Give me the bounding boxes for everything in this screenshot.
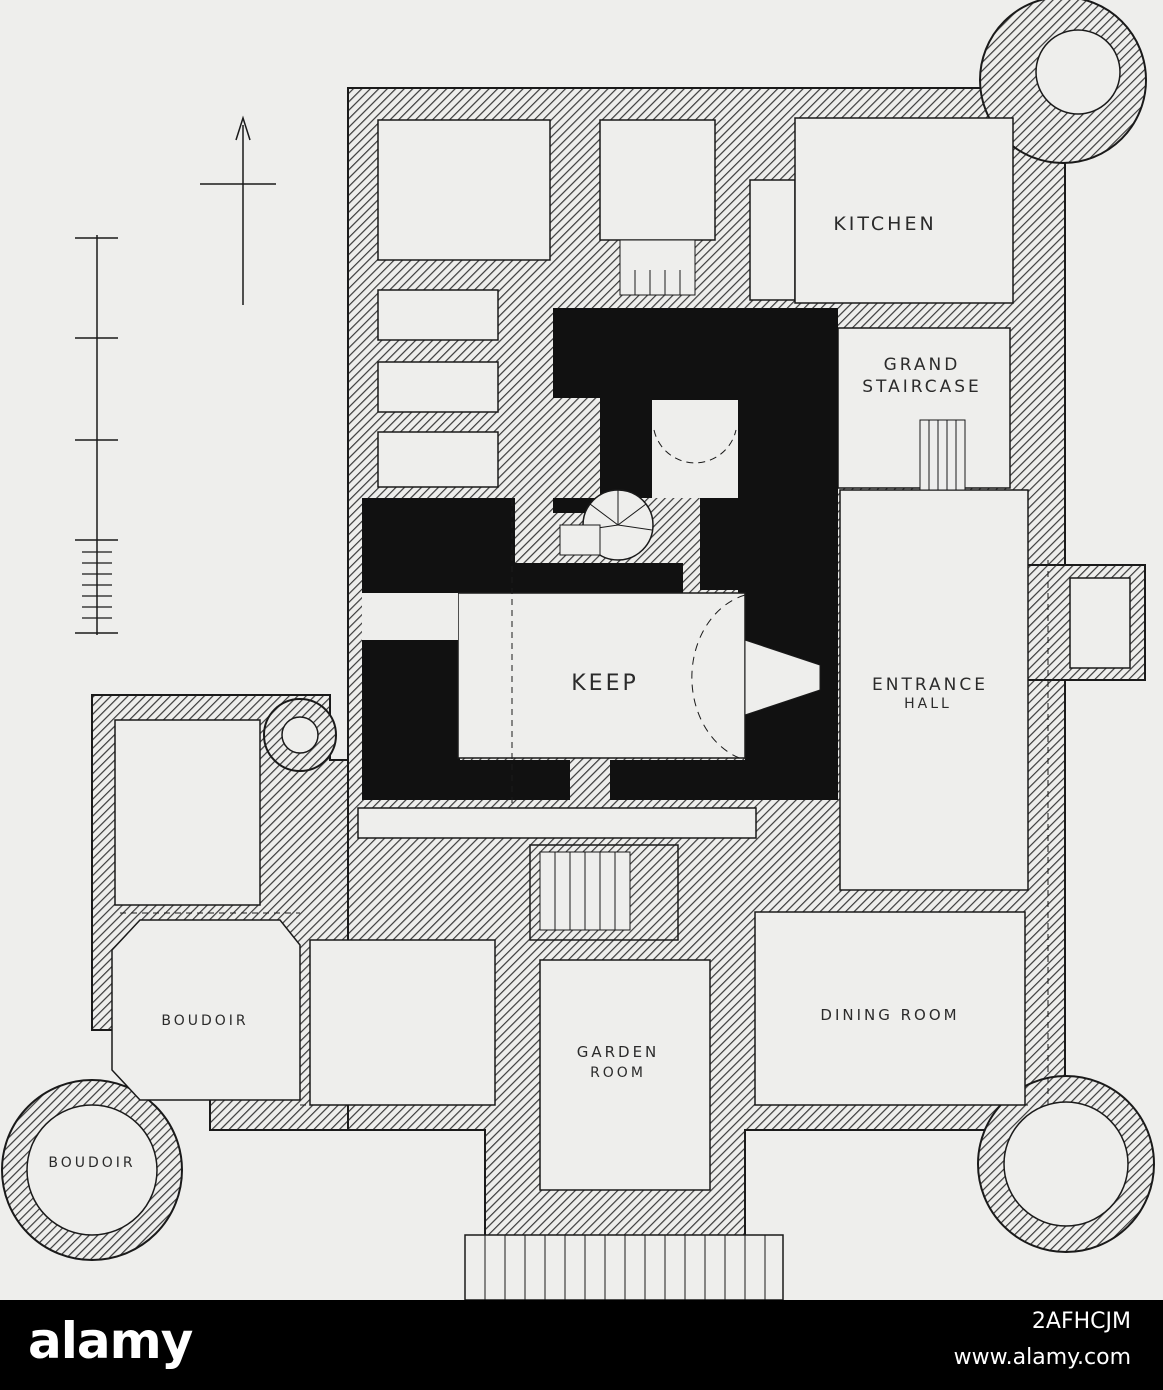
- service-stair: [619, 239, 696, 296]
- label-entrance-hall-line2: HALL: [904, 696, 952, 712]
- label-boudoir: BOUDOIR: [161, 1013, 248, 1029]
- north-arrow-icon: [200, 115, 276, 305]
- room-interiors: [26, 29, 1131, 1236]
- dashed-lines: [120, 489, 1049, 1191]
- label-boudoir-tower: BOUDOIR: [48, 1155, 135, 1171]
- garden-stair: [529, 844, 679, 941]
- stock-url: www.alamy.com: [953, 1345, 1131, 1370]
- entrance-steps: [464, 1234, 784, 1300]
- label-garden-room-line2: ROOM: [590, 1065, 646, 1081]
- grand-staircase-steps: [919, 419, 966, 491]
- image-id: 2AFHCJM: [1031, 1309, 1131, 1334]
- label-kitchen: KITCHEN: [833, 213, 936, 235]
- scale-bar: [75, 235, 118, 635]
- watermark-footer: [0, 1300, 1163, 1390]
- label-dining-room: DINING ROOM: [820, 1006, 959, 1024]
- stock-logo: alamy: [28, 1312, 193, 1370]
- label-grand-staircase-line2: STAIRCASE: [862, 377, 982, 397]
- label-garden-room-line1: GARDEN: [577, 1043, 660, 1061]
- floor-plan: KITCHEN GRAND STAIRCASE KEEP ENTRANCE HA…: [0, 0, 1163, 1300]
- keep-walls: [362, 308, 838, 800]
- label-keep: KEEP: [571, 671, 639, 696]
- label-grand-staircase-line1: GRAND: [884, 355, 961, 375]
- label-entrance-hall-line1: ENTRANCE: [872, 675, 988, 695]
- floor-plan-drawing: KITCHEN GRAND STAIRCASE KEEP ENTRANCE HA…: [1, 0, 1155, 1300]
